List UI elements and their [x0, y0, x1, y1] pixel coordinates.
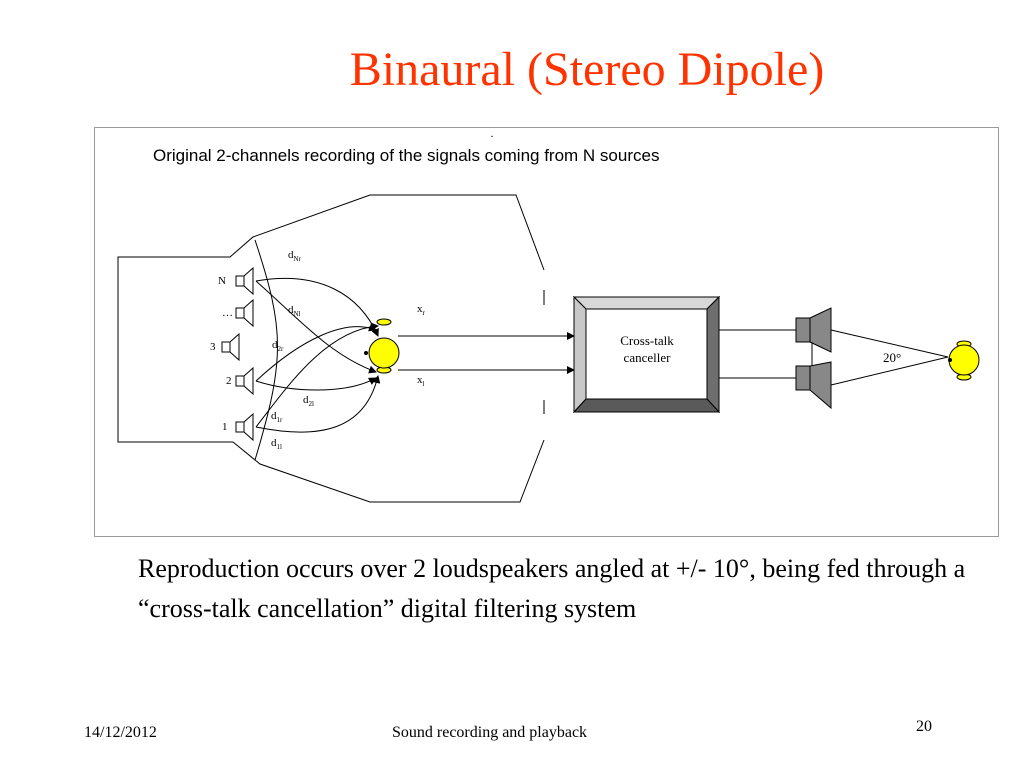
body-text: Reproduction occurs over 2 loudspeakers … [138, 554, 966, 623]
source-speaker-3 [221, 332, 240, 362]
source-label-3: 3 [210, 341, 216, 353]
signal-label-xr: xr [417, 303, 426, 317]
label-d1l: d1l [271, 437, 282, 451]
source-label-N: N [218, 275, 226, 287]
label-dNr: dNr [288, 249, 302, 263]
source-label-ellipsis: … [222, 307, 233, 319]
diagram-caption: Original 2-channels recording of the sig… [153, 146, 660, 165]
page-number: 20 [916, 718, 932, 735]
cross-talk-canceller-box [572, 295, 721, 414]
angle-lines [830, 329, 949, 386]
diagram-frame [94, 127, 999, 537]
label-d2r: d2r [272, 339, 284, 353]
label-d2l: d2l [303, 394, 314, 408]
playback-speaker-right-icon [795, 361, 832, 410]
canceller-label-line1: Cross-talk [620, 333, 674, 348]
label-d1r: d1r [271, 410, 283, 424]
listener-head-icon [948, 340, 980, 381]
signal-lines [398, 332, 575, 374]
dummy-head-icon [364, 318, 400, 374]
source-label-1: 1 [222, 421, 228, 433]
canceller-label-line2: canceller [624, 350, 672, 365]
label-dNl: dNl [288, 304, 301, 318]
speaker-feed-lines [719, 329, 813, 379]
slide-title: Binaural (Stereo Dipole) [349, 43, 825, 96]
source-label-2: 2 [226, 375, 232, 387]
source-speaker-N [235, 266, 254, 296]
footer-title: Sound recording and playback [392, 724, 588, 741]
angle-label: 20° [883, 350, 901, 365]
top-dot: . [491, 128, 494, 140]
footer-date: 14/12/2012 [84, 724, 157, 741]
signal-label-xl: xl [417, 374, 425, 388]
source-speaker-ellipsis [235, 298, 254, 328]
acoustic-paths [255, 277, 381, 433]
source-speaker-1 [235, 412, 254, 442]
source-speaker-2 [235, 366, 254, 396]
playback-speaker-left-icon [795, 307, 832, 353]
recording-room [117, 194, 545, 503]
